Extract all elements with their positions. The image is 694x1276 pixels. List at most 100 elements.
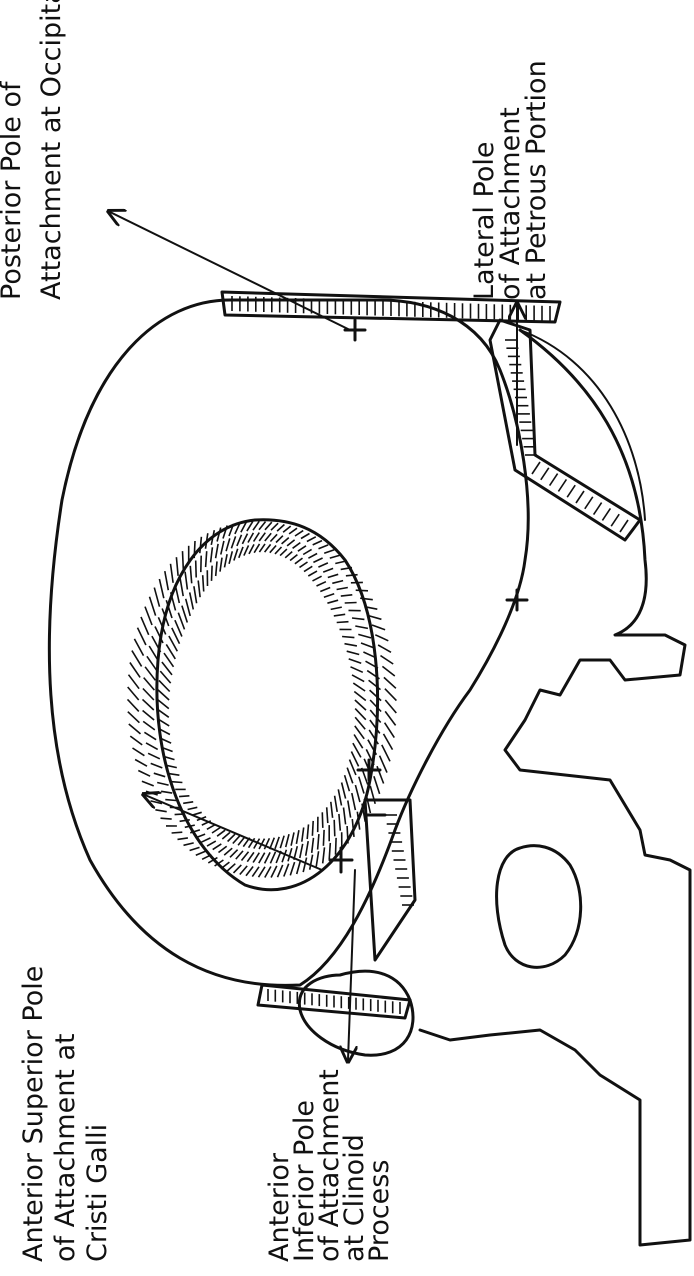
fibre-stroke [307, 537, 316, 542]
fibre-stroke [242, 534, 247, 544]
fibre-stroke [308, 554, 317, 559]
fibre-stroke [316, 851, 318, 867]
fibre-stroke [253, 521, 259, 530]
fibre-stroke [283, 526, 291, 532]
petrous-band [490, 320, 640, 540]
fibre-stroke [300, 844, 303, 858]
fibre-stroke [308, 571, 317, 576]
fibre-stroke [276, 536, 283, 543]
fibre-stroke [265, 522, 272, 530]
fibre-stroke [329, 843, 330, 860]
fibre-stroke [334, 614, 345, 616]
fibre-stroke [185, 825, 195, 827]
fibre-stroke [271, 866, 277, 878]
fibre-stroke [342, 637, 354, 638]
fibre-stroke [286, 834, 289, 847]
fibre-stroke [172, 782, 183, 783]
anterior-superior-line3: Cristi Galli [82, 1124, 113, 1262]
fibre-stroke [143, 721, 155, 730]
petrous-hatch [576, 491, 584, 503]
fibre-stroke [228, 834, 235, 841]
fibre-stroke [342, 783, 346, 799]
fibre-stroke [275, 837, 279, 849]
fibre-stroke [128, 699, 139, 711]
fibre-stroke [270, 546, 276, 553]
fibre-stroke [240, 866, 247, 875]
fibre-stroke [301, 534, 310, 539]
fibre-stroke [341, 595, 353, 596]
fibre-stroke [247, 521, 253, 531]
fibre-stroke [224, 848, 232, 855]
fibre-stroke [265, 867, 271, 878]
fibre-stroke [270, 534, 277, 541]
membrane-outline [49, 300, 528, 985]
petrous-hatch [550, 474, 558, 486]
anterior-inferior-line5: Process [364, 1160, 395, 1262]
fibre-stroke [351, 667, 363, 673]
fibre-stroke [382, 745, 390, 761]
fibre-stroke [312, 821, 313, 836]
anterior-inferior-arrow [348, 870, 355, 1060]
anterior-superior-line2: of Attachment at [50, 1033, 81, 1262]
fibre-stroke [194, 541, 195, 558]
petrous-hatch [594, 503, 602, 515]
fibre-stroke [372, 625, 385, 630]
fibre-stroke [159, 579, 163, 598]
petrous-hatch [532, 462, 540, 474]
anterior-inferior-pole-label: Anterior Inferior Pole of Attachment at … [264, 1069, 395, 1262]
fibre-stroke [186, 599, 191, 616]
fibre-stroke [284, 864, 289, 877]
fibre-stroke [150, 597, 156, 616]
fibre-stroke [252, 867, 259, 877]
fibre-stroke [129, 675, 140, 689]
petrous-hatch [620, 520, 628, 532]
fibre-stroke [359, 777, 364, 794]
fibre-stroke [290, 555, 297, 561]
fibre-stroke [161, 791, 172, 793]
fibre-stroke [303, 858, 306, 873]
fibre-stroke [345, 644, 357, 646]
fibre-stroke [147, 656, 157, 670]
fibre-stroke [370, 710, 381, 723]
fibre-stroke [221, 541, 224, 555]
fibre-stroke [323, 830, 324, 846]
fibre-stroke [361, 643, 374, 648]
fibre-stroke [295, 558, 303, 564]
fibre-stroke [295, 531, 303, 536]
fibre-stroke [280, 549, 287, 556]
fibre-stroke [212, 828, 220, 834]
fibre-stroke [287, 540, 295, 546]
fibre-stroke [169, 774, 180, 776]
fibre-stroke [297, 860, 301, 874]
fibre-stroke [254, 544, 259, 553]
fibre-stroke [317, 582, 326, 586]
attachment-cross-markers [330, 320, 527, 872]
fibre-stroke [213, 844, 222, 850]
fibre-stroke [200, 537, 202, 553]
fibre-stroke [349, 659, 362, 663]
fibre-stroke [182, 606, 187, 623]
fibre-stroke [188, 807, 198, 809]
fibre-stroke [350, 760, 356, 775]
fibre-stroke [331, 802, 333, 818]
fibre-stroke [146, 743, 158, 750]
fibre-stroke [201, 838, 210, 842]
fibre-stroke [148, 753, 160, 759]
fibre-stroke [370, 690, 382, 701]
fibre-stroke [146, 791, 158, 795]
fibre-stroke [216, 561, 217, 576]
fibre-stroke [322, 812, 323, 828]
fibre-stroke [265, 544, 271, 552]
fibre-stroke [144, 732, 156, 739]
fibre-stroke [159, 680, 170, 691]
fibre-stroke [128, 712, 140, 723]
fibre-stroke [296, 830, 299, 844]
fibre-stroke [334, 820, 335, 837]
fibre-stroke [242, 852, 249, 861]
fibre-stroke [253, 853, 259, 863]
fibre-stroke [234, 549, 238, 561]
fibre-stroke [183, 802, 193, 804]
fibre-stroke [285, 552, 292, 558]
fibre-stroke [225, 554, 228, 567]
